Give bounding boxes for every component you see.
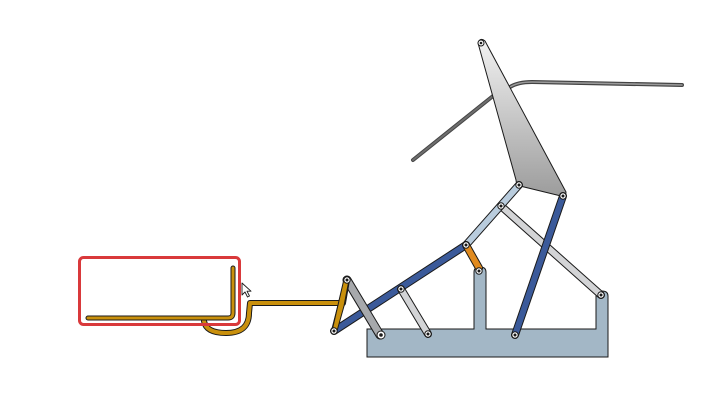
- pin-joint[interactable]: [497, 202, 505, 210]
- gold-l-handle[interactable]: [85, 265, 236, 321]
- pin-joint[interactable]: [511, 331, 519, 339]
- pin-joint[interactable]: [462, 241, 470, 249]
- arrow-cursor-icon: [241, 282, 252, 298]
- pin-joint[interactable]: [343, 276, 351, 284]
- long-gray-link[interactable]: [497, 202, 605, 299]
- right-wire-rod-core: [509, 81, 683, 88]
- gold-input-link[interactable]: [201, 277, 350, 336]
- orange-short-link[interactable]: [462, 241, 483, 272]
- pin-joint[interactable]: [424, 330, 432, 338]
- pin-joint[interactable]: [475, 267, 483, 275]
- pin-joints: [330, 39, 605, 340]
- pin-joint[interactable]: [376, 330, 386, 340]
- pin-joint[interactable]: [515, 181, 523, 189]
- pin-joint[interactable]: [330, 327, 338, 335]
- pin-joint[interactable]: [397, 285, 405, 293]
- upper-arm-wires[interactable]: [411, 79, 684, 162]
- blue-right-link[interactable]: [511, 192, 567, 339]
- left-wire-rod-core: [412, 95, 494, 161]
- pin-joint[interactable]: [597, 291, 605, 299]
- light-blue-link[interactable]: [462, 181, 523, 249]
- pin-joint[interactable]: [477, 39, 485, 47]
- gray-crank-link[interactable]: [342, 275, 385, 340]
- selection-rectangle[interactable]: [78, 256, 241, 326]
- light-gray-support-link[interactable]: [397, 285, 432, 338]
- pin-joint[interactable]: [559, 192, 567, 200]
